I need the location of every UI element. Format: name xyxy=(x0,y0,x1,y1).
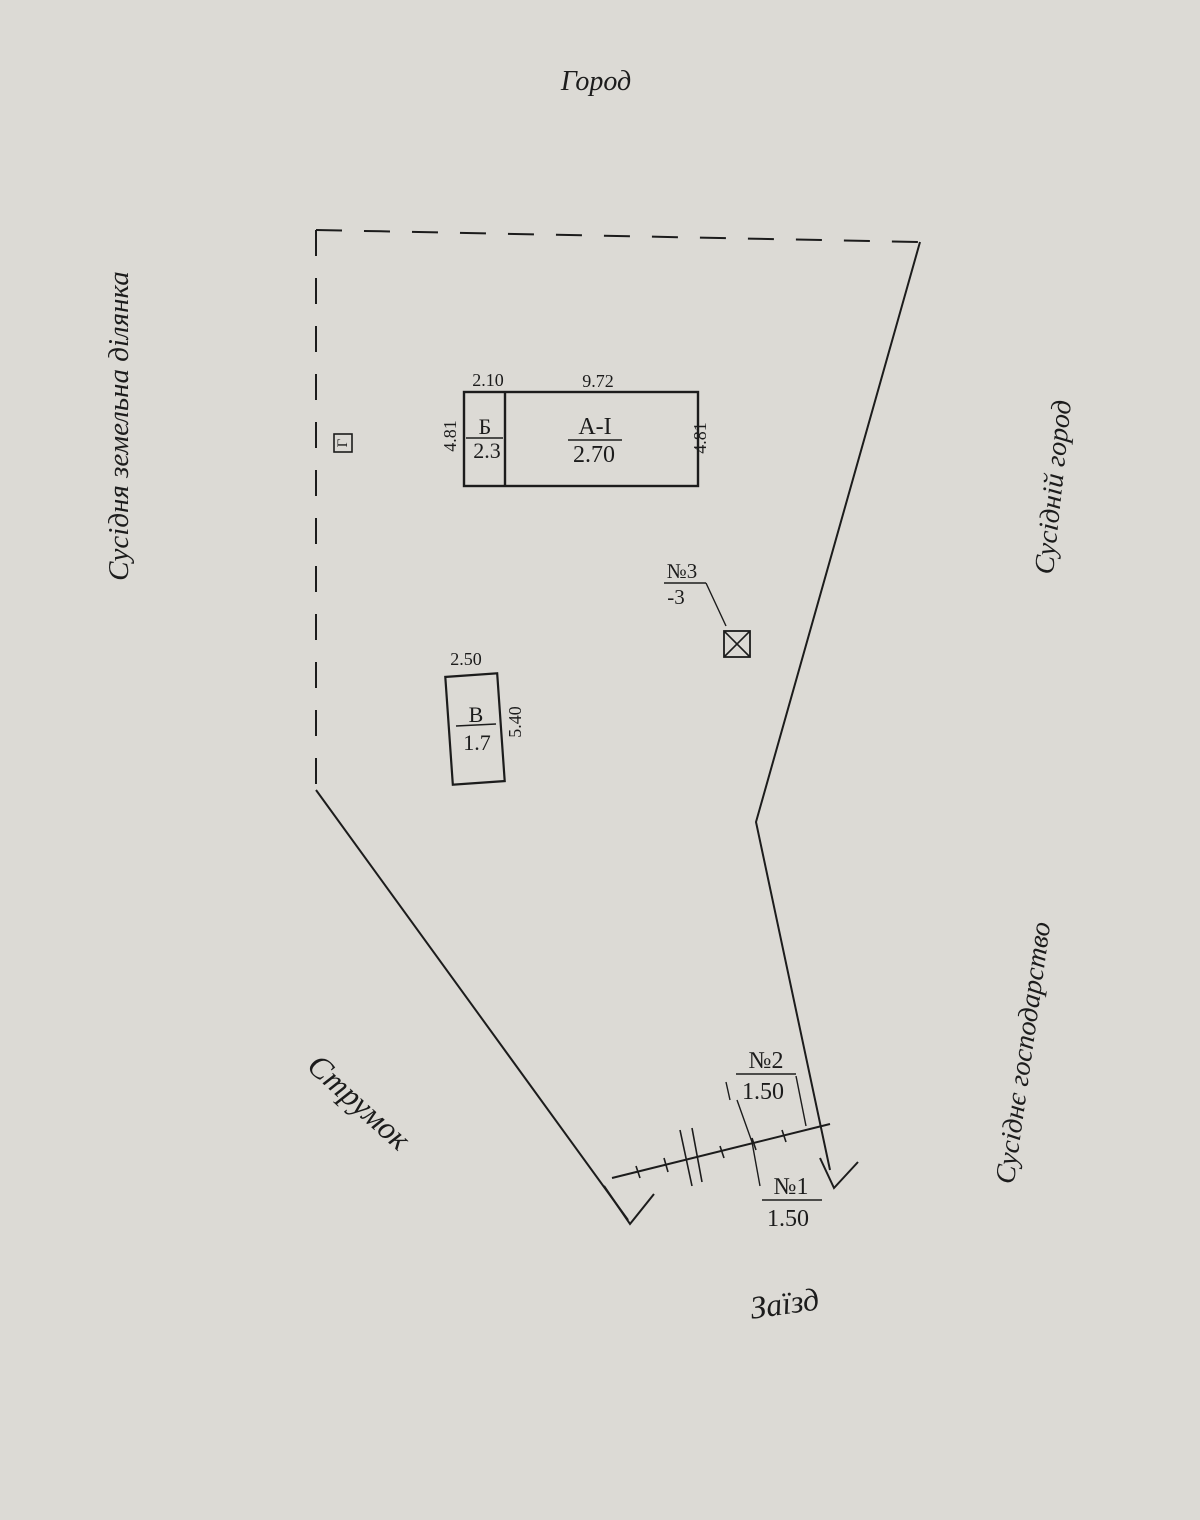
well-group xyxy=(664,582,751,658)
entrance-label: Заїзд xyxy=(748,1280,821,1325)
gate-2-group xyxy=(725,1073,807,1127)
building-v-fraction-line xyxy=(455,723,497,727)
southeast-arrow xyxy=(819,1157,859,1190)
stream-label: Струмок xyxy=(301,1047,419,1158)
building-b-width: 4.81 xyxy=(440,420,460,452)
east-lower-label: Сусіднє господарство xyxy=(990,920,1057,1186)
building-a-length: 9.72 xyxy=(582,371,614,391)
north-label: Город xyxy=(560,66,631,97)
building-a-width: 4.81 xyxy=(690,422,710,454)
north-boundary-dashed xyxy=(315,229,921,243)
building-a-outline xyxy=(462,390,700,488)
well-name: №3 xyxy=(667,559,698,583)
building-a-name: А-І xyxy=(578,414,611,440)
gate-divider xyxy=(736,1099,761,1187)
east-boundary xyxy=(754,241,921,1171)
well-icon xyxy=(723,630,751,658)
well-value: -3 xyxy=(667,585,685,609)
building-b-height: 2.3 xyxy=(473,438,501,463)
building-v-length: 2.50 xyxy=(450,649,482,669)
gate-hinge-marks xyxy=(679,1127,703,1187)
well-cross xyxy=(723,630,751,658)
building-v-name: В xyxy=(469,702,484,727)
southwest-arrow xyxy=(603,1185,655,1226)
gate-1-name: №1 xyxy=(774,1174,809,1200)
gate-2-value: 1.50 xyxy=(742,1079,784,1105)
building-v-outline xyxy=(444,672,506,786)
well-leader xyxy=(705,582,727,627)
building-v-width: 5.40 xyxy=(505,706,525,738)
gate-1-value: 1.50 xyxy=(767,1206,809,1232)
west-label: Сусідня земельна ділянка xyxy=(103,271,135,581)
building-a-height: 2.70 xyxy=(573,442,615,468)
gate-2-leader xyxy=(725,1081,731,1101)
stream-boundary xyxy=(315,789,629,1221)
building-v-height: 1.7 xyxy=(463,730,491,755)
structure-g-name: Г xyxy=(335,438,351,447)
gate-2-leader-right xyxy=(795,1075,807,1127)
building-a-group xyxy=(462,390,700,488)
gate-line xyxy=(611,1099,831,1187)
gate-2-name: №2 xyxy=(749,1048,784,1074)
building-v-group xyxy=(444,672,506,786)
building-b-length: 2.10 xyxy=(472,370,504,390)
plot-boundary xyxy=(315,229,921,1226)
east-upper-label: Сусідній город xyxy=(1029,399,1078,576)
structure-g-box xyxy=(333,433,353,453)
gate-ticks xyxy=(635,1129,787,1179)
building-b-name: Б xyxy=(479,414,492,439)
